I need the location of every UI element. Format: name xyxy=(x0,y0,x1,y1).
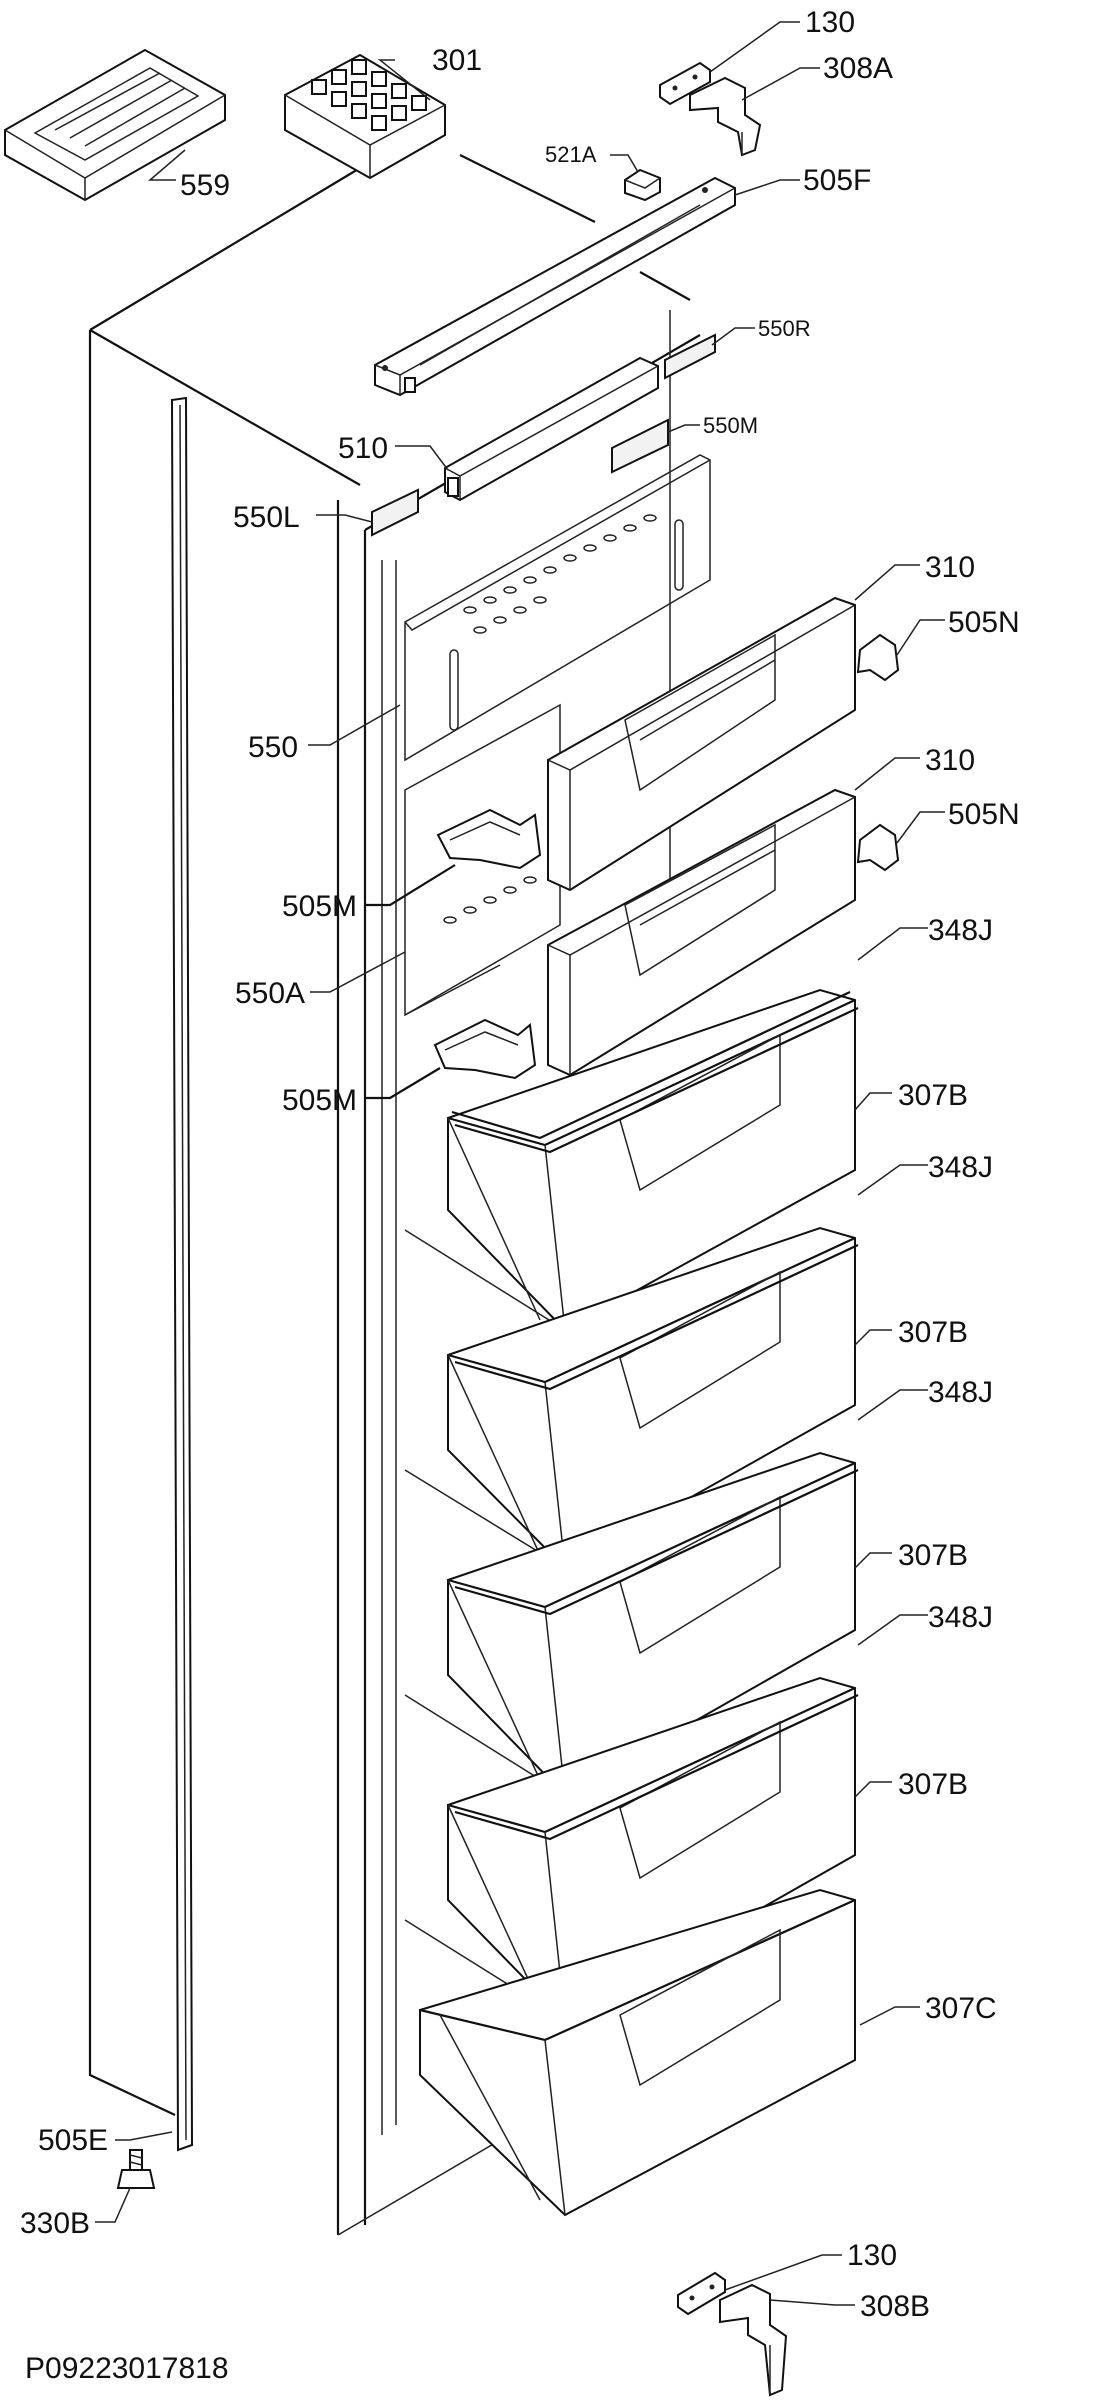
part-348j-rim-3 xyxy=(454,1469,859,1616)
callout-505f: 505F xyxy=(803,164,871,197)
callout-307b-4: 307B xyxy=(898,1768,968,1801)
part-550l-pad xyxy=(371,488,419,537)
part-308b-bottom-hinge xyxy=(719,2283,788,2397)
part-505f-top-rail xyxy=(374,176,736,397)
callout-308a: 308A xyxy=(823,52,893,85)
callout-348j-4: 348J xyxy=(928,1601,993,1634)
part-550a-lower-panel xyxy=(404,703,561,1017)
part-310-flap-lower xyxy=(547,788,856,1077)
part-330b-adjustable-foot xyxy=(116,2149,156,2189)
cabinet-body xyxy=(88,154,701,2236)
callout-505m-lower: 505M xyxy=(282,1084,357,1117)
part-505m-clip-upper xyxy=(436,808,542,870)
callout-550r: 550R xyxy=(758,316,811,341)
callout-550m: 550M xyxy=(703,413,758,438)
callout-labels: 130 308A 301 559 521A 505F 550R 550M 510… xyxy=(20,6,1020,2385)
callout-130-top: 130 xyxy=(805,6,855,39)
part-348j-rim-4 xyxy=(454,1694,859,1841)
callout-307b-1: 307B xyxy=(898,1079,968,1112)
callout-505m-upper: 505M xyxy=(282,890,357,923)
part-301-ice-tray xyxy=(284,53,446,180)
part-130-top-bracket xyxy=(659,61,711,106)
callout-559: 559 xyxy=(180,169,230,202)
door-gasket xyxy=(170,396,194,2152)
part-559-tray xyxy=(4,48,226,202)
part-130-bottom-bracket xyxy=(677,2271,726,2316)
part-307c-bottom-drawer xyxy=(419,1888,856,2217)
part-310-flap-upper xyxy=(547,596,856,892)
part-307b-drawer-4 xyxy=(404,1676,856,2022)
part-505m-clip-lower xyxy=(433,1018,537,1080)
callout-130-bottom: 130 xyxy=(847,2239,897,2272)
panel-vent-holes xyxy=(463,514,657,634)
callout-307b-3: 307B xyxy=(898,1539,968,1572)
callout-348j-1: 348J xyxy=(928,914,993,947)
callout-550a: 550A xyxy=(235,977,305,1010)
callout-310-lower: 310 xyxy=(925,744,975,777)
callout-330b: 330B xyxy=(20,2207,90,2240)
part-348j-rim-1 xyxy=(454,1007,859,1154)
callout-307b-2: 307B xyxy=(898,1316,968,1349)
callout-521a: 521A xyxy=(545,142,597,167)
part-510-light-cover xyxy=(444,356,659,502)
callout-510: 510 xyxy=(338,432,388,465)
callout-505n-upper: 505N xyxy=(948,606,1020,639)
part-308a-top-hinge xyxy=(689,76,762,157)
document-code: P09223017818 xyxy=(25,2352,229,2385)
leader-lines xyxy=(95,21,945,2306)
callout-505n-lower: 505N xyxy=(948,798,1020,831)
part-505n-clip-lower xyxy=(856,823,900,872)
part-550-rear-panel xyxy=(404,454,711,762)
part-550r-pad xyxy=(664,333,716,380)
callout-348j-2: 348J xyxy=(928,1151,993,1184)
callout-307c: 307C xyxy=(925,1992,997,2025)
part-307b-drawer-1 xyxy=(404,988,856,1332)
part-505n-clip-upper xyxy=(856,633,900,682)
callout-308b: 308B xyxy=(860,2290,930,2323)
part-348j-rim-2 xyxy=(454,1244,859,1391)
callout-348j-3: 348J xyxy=(928,1376,993,1409)
callout-310-upper: 310 xyxy=(925,551,975,584)
part-521a-cap xyxy=(624,168,661,202)
callout-550l: 550L xyxy=(233,501,300,534)
part-307b-drawer-2 xyxy=(404,1226,856,1570)
callout-550: 550 xyxy=(248,731,298,764)
part-550m-pad xyxy=(611,418,669,474)
part-307b-drawer-3 xyxy=(404,1451,856,1797)
callout-505e: 505E xyxy=(38,2124,108,2157)
callout-301: 301 xyxy=(432,44,482,77)
